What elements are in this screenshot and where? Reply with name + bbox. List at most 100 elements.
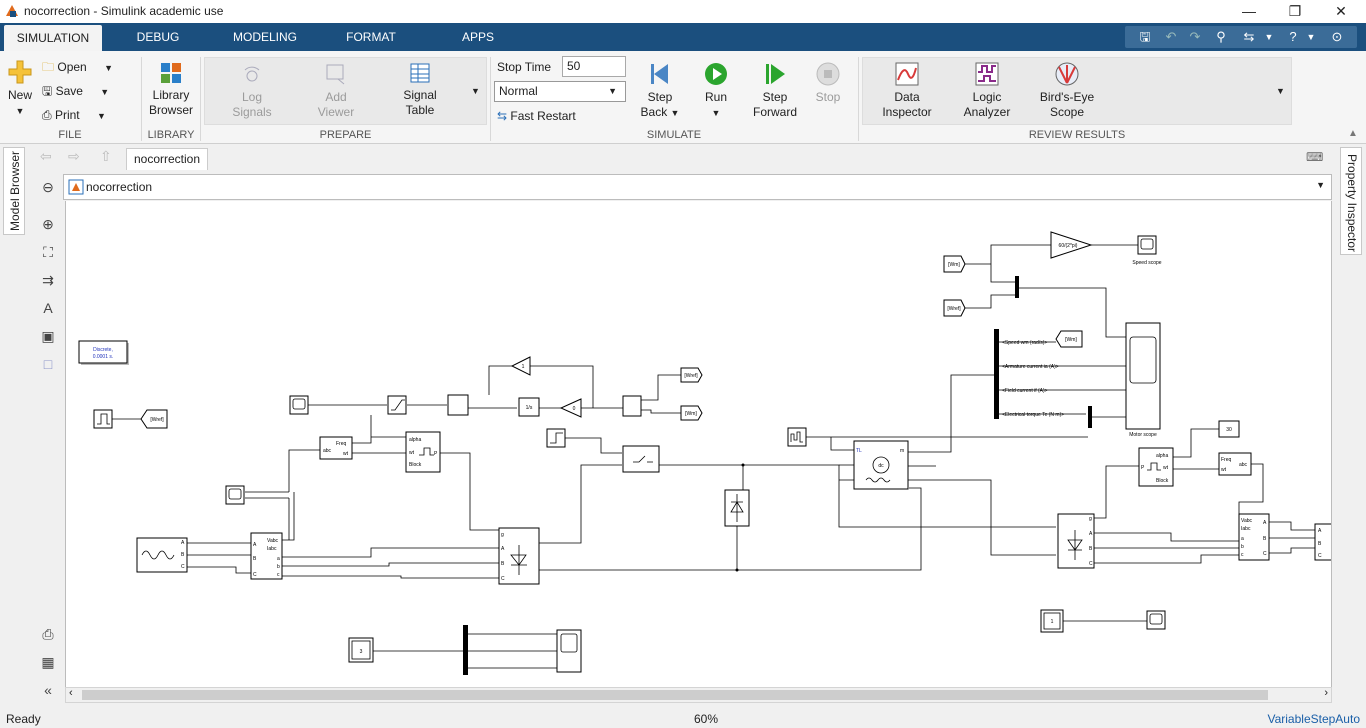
property-inspector-tab[interactable]: Property Inspector	[1340, 147, 1362, 255]
scope-block-4[interactable]	[556, 629, 582, 673]
collapse-palette-icon[interactable]: «	[44, 682, 52, 698]
horizontal-scrollbar[interactable]: ‹ ›	[65, 687, 1332, 703]
model-tab[interactable]: nocorrection	[126, 148, 208, 170]
tab-modeling[interactable]: MODELING	[232, 30, 297, 44]
sum-block[interactable]	[447, 394, 469, 416]
save-button[interactable]: 🖫 Save ▼	[42, 81, 109, 101]
solver-link[interactable]: VariableStepAuto	[1267, 712, 1360, 726]
open-button[interactable]: 🗀 Open ▼	[42, 57, 113, 77]
address-bar[interactable]: nocorrection ▼	[63, 174, 1332, 200]
search-icon[interactable]: ⚲	[1216, 29, 1226, 44]
three-phase-source-right[interactable]: ABC	[1314, 523, 1332, 561]
tab-format[interactable]: FORMAT	[346, 30, 396, 44]
gain-one-block[interactable]: 1	[510, 356, 531, 376]
scroll-left-icon[interactable]: ‹	[69, 687, 73, 699]
step-source-block[interactable]	[93, 409, 113, 429]
integrator-block[interactable]: 1/s	[518, 397, 540, 417]
powergui-block[interactable]: Discrete,0.0001 s.	[78, 340, 129, 365]
area-icon[interactable]: □	[43, 356, 53, 372]
simulation-mode-select[interactable]: Normal▼	[494, 81, 626, 102]
collapse-ribbon-icon[interactable]: ▲	[1348, 128, 1358, 139]
back-arrow-icon[interactable]: ⇦	[40, 148, 52, 164]
gain-zero-block[interactable]: 0	[559, 398, 582, 418]
print-button[interactable]: ⎙ Print ▼	[42, 105, 106, 125]
bus-selector[interactable]	[994, 329, 999, 419]
saturation-block[interactable]	[387, 395, 407, 415]
mux-torque[interactable]	[1088, 406, 1092, 428]
review-expand-icon[interactable]: ▼	[1276, 86, 1285, 96]
mux-speed[interactable]	[1015, 276, 1019, 298]
forward-arrow-icon[interactable]: ⇨	[68, 148, 80, 164]
keyboard-icon[interactable]: ⌨	[1306, 150, 1324, 164]
help-dropdown-icon[interactable]: ▼	[1306, 32, 1316, 42]
close-button[interactable]: ✕	[1335, 3, 1347, 19]
demux-bottom[interactable]	[463, 625, 468, 675]
goto-wref-block[interactable]: [Wref]	[140, 409, 168, 429]
stop-button[interactable]: Stop	[810, 62, 846, 105]
annotation-icon[interactable]: A	[43, 300, 53, 316]
fast-restart-button[interactable]: ⇆ Fast Restart	[497, 106, 576, 126]
breaker-block[interactable]	[622, 445, 660, 473]
scope-block-1[interactable]	[289, 395, 309, 415]
redo-icon[interactable]: ↷	[1189, 29, 1201, 44]
new-dropdown-icon[interactable]: ▼	[15, 106, 25, 116]
model-canvas[interactable]: .b{fill:#fff;stroke:#000;stroke-width:1;…	[65, 201, 1332, 687]
diode-block[interactable]	[724, 489, 750, 527]
zoom-icon[interactable]: ⊕	[42, 216, 54, 232]
step-block[interactable]	[546, 428, 566, 448]
hide-explorer-icon[interactable]: ⊖	[42, 179, 54, 195]
save-quick-icon[interactable]: 🖫	[1139, 29, 1151, 44]
image-icon[interactable]: ▣	[41, 328, 55, 344]
tab-apps[interactable]: APPS	[461, 30, 494, 44]
property-icon[interactable]: ▦	[41, 654, 55, 670]
address-chevron-down-icon[interactable]: ▼	[1316, 180, 1325, 190]
undo-icon[interactable]: ↶	[1165, 29, 1177, 44]
fit-to-view-icon[interactable]: ⛶	[43, 244, 53, 260]
tab-debug[interactable]: DEBUG	[136, 30, 180, 44]
scroll-thumb[interactable]	[82, 690, 1268, 700]
three-phase-source[interactable]: ABC	[136, 537, 188, 573]
from-wm-block[interactable]: [Wm]	[680, 405, 703, 421]
load-torque-source[interactable]	[787, 427, 807, 447]
from-wref-block[interactable]: [Wref]	[680, 367, 703, 383]
prepare-expand-icon[interactable]: ▼	[471, 86, 480, 96]
print-dropdown-icon[interactable]: ▼	[96, 111, 106, 121]
arrow-direction-icon[interactable]: ⇉	[42, 272, 54, 288]
stop-time-input[interactable]: 50	[562, 56, 626, 77]
run-dropdown-icon[interactable]: ▼	[711, 108, 721, 118]
const-3-block[interactable]: 3	[348, 637, 374, 663]
minimize-button[interactable]: —	[1242, 3, 1256, 19]
collapse-toolstrip-icon[interactable]: ⊙	[1331, 29, 1343, 44]
step-back-dropdown-icon[interactable]: ▼	[670, 108, 680, 118]
community-icon[interactable]: ⇆	[1243, 29, 1255, 44]
scroll-right-icon[interactable]: ›	[1324, 687, 1328, 699]
model-browser-tab[interactable]: Model Browser	[3, 147, 25, 235]
maximize-button[interactable]: ❐	[1288, 3, 1302, 19]
scope-block-2[interactable]	[225, 485, 245, 505]
tab-simulation[interactable]: SIMULATION	[4, 25, 102, 51]
new-button[interactable]: New▼	[4, 60, 36, 119]
chevron-down-icon[interactable]: ▼	[1264, 32, 1274, 42]
sum-block-2[interactable]	[622, 395, 642, 417]
gain-speed-block[interactable]: 60/(2*pi)	[1050, 231, 1093, 259]
const-30-block[interactable]: 30	[1218, 420, 1240, 438]
zoom-level[interactable]: 60%	[694, 712, 719, 726]
save-dropdown-icon[interactable]: ▼	[100, 87, 110, 97]
run-button[interactable]: Run▼	[696, 62, 736, 121]
from-wref-block-2[interactable]: [Wref]	[943, 299, 966, 317]
